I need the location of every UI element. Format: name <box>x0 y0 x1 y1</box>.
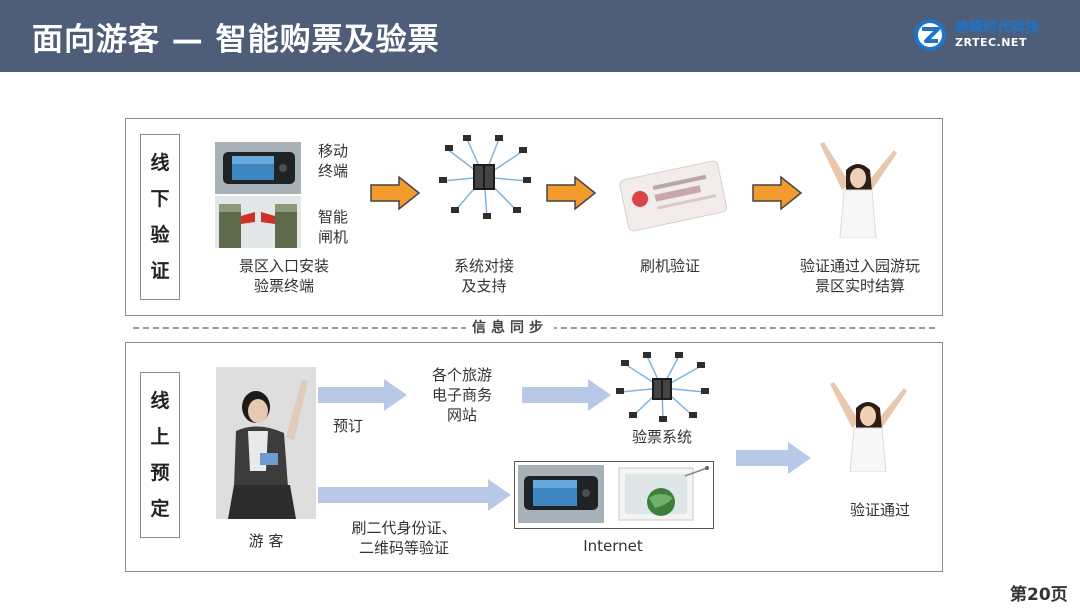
cheering-person-image <box>812 140 902 238</box>
verify-methods-label: 刷二代身份证、 二维码等验证 <box>351 519 457 557</box>
smart-gate-image <box>215 196 301 248</box>
blue-arrow-icon <box>318 379 407 411</box>
side-char: 线 <box>150 390 170 412</box>
online-side-label: 线 上 预 定 <box>140 372 180 538</box>
header-bar: 面向游客 — 智能购票及验票 峥嵘时代科技 ZRTEC.NET <box>0 0 1080 72</box>
mobile-terminal-label: 移动 终端 <box>318 142 349 180</box>
blue-arrow-icon <box>522 379 611 411</box>
logo-english-name: ZRTEC.NET <box>955 36 1027 49</box>
page-title: 面向游客 — 智能购票及验票 <box>32 22 440 58</box>
side-char: 验 <box>150 224 170 246</box>
page-number: 第20页 <box>1010 585 1068 605</box>
orange-arrow-icon <box>546 175 597 211</box>
verified-person-image <box>822 380 914 472</box>
mobile-terminal-image <box>215 142 301 194</box>
internet-devices-box <box>514 461 714 529</box>
internet-label: Internet <box>583 537 643 555</box>
tourist-label: 游 客 <box>248 532 284 550</box>
info-sync-label: 信息同步 <box>466 317 554 337</box>
smart-gate-label: 智能 闸机 <box>318 208 349 246</box>
logo-icon <box>914 19 946 51</box>
booking-label: 预订 <box>333 417 364 435</box>
side-char: 线 <box>150 152 170 174</box>
side-char: 上 <box>150 426 170 448</box>
logo-chinese-name: 峥嵘时代科技 <box>955 20 1039 36</box>
network-server-image <box>437 131 532 223</box>
step4-label: 验证通过入园游玩 景区实时结算 <box>799 257 920 295</box>
offline-side-label: 线 下 验 证 <box>140 134 180 300</box>
id-card-image <box>613 158 733 232</box>
step3-label: 刷机验证 <box>639 257 700 275</box>
side-char: 下 <box>150 188 170 210</box>
side-char: 证 <box>150 260 170 282</box>
side-char: 定 <box>150 498 170 520</box>
tourist-image <box>216 367 316 519</box>
orange-arrow-icon <box>370 175 421 211</box>
blue-arrow-icon <box>318 479 511 511</box>
ticket-system-label: 验票系统 <box>631 428 692 446</box>
side-char: 预 <box>150 462 170 484</box>
blue-arrow-icon <box>736 442 811 474</box>
step2-label: 系统对接 及支持 <box>453 257 514 295</box>
travel-websites-label: 各个旅游 电子商务 网站 <box>431 366 492 424</box>
orange-arrow-icon <box>752 175 803 211</box>
verified-label: 验证通过 <box>849 501 910 519</box>
step1-label: 景区入口安装 验票终端 <box>238 257 329 295</box>
ticket-system-server-image <box>615 352 710 424</box>
